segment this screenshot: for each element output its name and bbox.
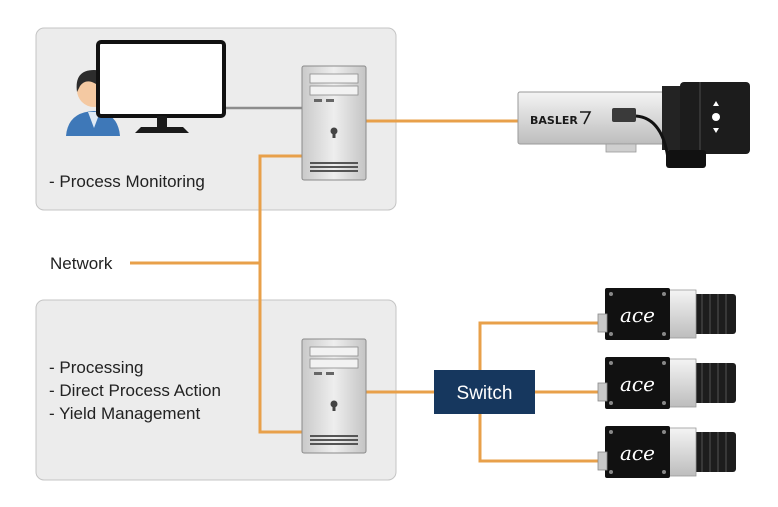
processing-pc-tower-icon <box>301 338 367 454</box>
network-label: Network <box>50 254 113 273</box>
camera-brand-label: BASLER <box>530 114 578 127</box>
ace-camera-1-label: ace <box>620 303 655 327</box>
network-link-bottom-pc <box>258 263 302 434</box>
processing-label: - Processing <box>49 358 143 377</box>
yield-management-label: - Yield Management <box>49 404 200 423</box>
monitor-icon <box>96 40 226 133</box>
network-link-top-pc <box>130 154 302 265</box>
brand-mark-icon <box>580 111 592 125</box>
switch-label: Switch <box>457 383 513 404</box>
process-monitoring-label: - Process Monitoring <box>49 172 205 191</box>
ace-camera-3-icon <box>597 425 737 479</box>
monitoring-pc-tower-icon <box>301 65 367 181</box>
network-links <box>130 119 600 463</box>
ace-camera-2-icon <box>597 356 737 410</box>
ace-camera-3-label: ace <box>620 441 655 465</box>
ace-camera-2-label: ace <box>620 372 655 396</box>
basler-camera-icon <box>517 82 750 168</box>
link-switch-to-cameras <box>478 321 600 463</box>
ace-camera-1-icon <box>597 287 737 341</box>
direct-process-action-label: - Direct Process Action <box>49 381 221 400</box>
network-switch <box>434 370 535 414</box>
